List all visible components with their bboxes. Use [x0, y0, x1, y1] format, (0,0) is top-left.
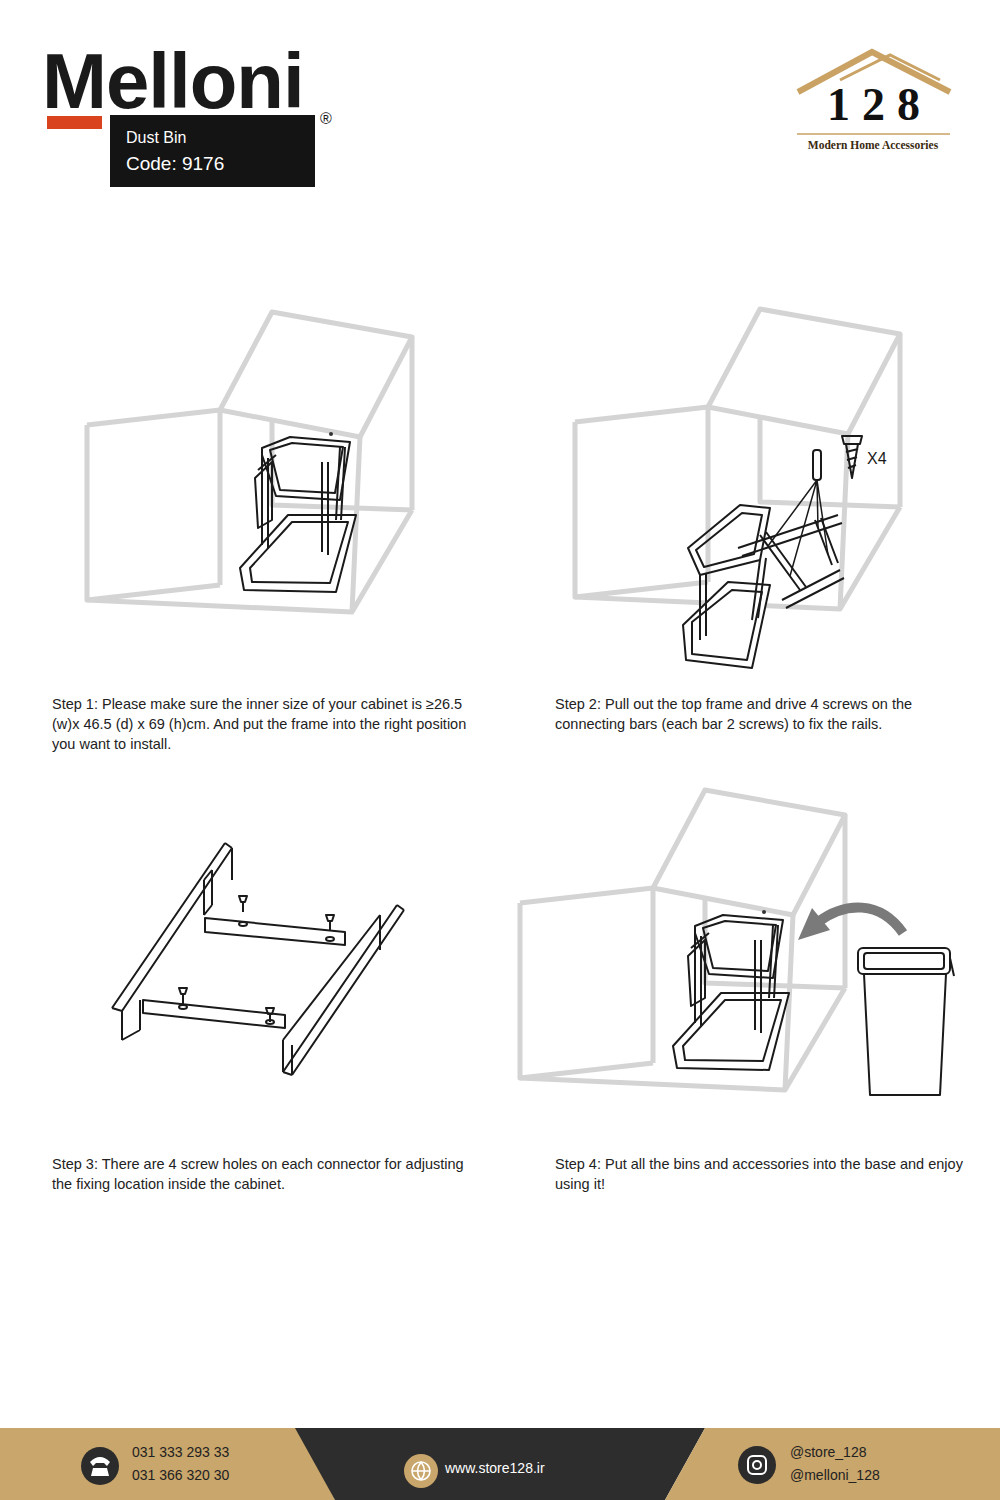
step3-rails	[112, 843, 404, 1075]
screw-head	[842, 436, 862, 444]
connecting-bar	[760, 518, 838, 590]
screw-hole	[326, 937, 334, 941]
footer-social-band-fill	[665, 1428, 1000, 1500]
frame-top	[688, 505, 770, 575]
footer-web-band: www.store128.ir	[295, 1428, 705, 1500]
screw-count: X4	[867, 449, 887, 469]
frame-tray-inner	[692, 590, 762, 660]
frame-posts	[700, 558, 766, 640]
screwdriver-bit	[813, 450, 821, 480]
bin-rim	[858, 948, 950, 974]
screw	[179, 896, 334, 1022]
leader-lines	[768, 480, 828, 576]
frame-tray	[683, 582, 770, 668]
screw-shank	[846, 444, 858, 478]
insert-arrowhead	[798, 908, 830, 940]
product-name: Dust Bin	[126, 126, 299, 150]
step-text: Step 1: Please make sure the inner size …	[52, 694, 472, 754]
step2-cabinet	[575, 309, 900, 609]
registered-mark: ®	[320, 110, 332, 128]
website-url: www.store128.ir	[445, 1458, 705, 1478]
footer-contact-band-shape	[0, 1428, 335, 1500]
screw-hole	[266, 1020, 274, 1024]
insert-arrow	[818, 907, 903, 933]
bin-body	[864, 974, 946, 1095]
cabinet-hole	[329, 432, 333, 436]
step4-frame	[673, 915, 789, 1070]
store-logo: 128	[797, 80, 950, 130]
connecting-bar	[205, 918, 345, 945]
step-text: Step 3: There are 4 screw holes on each …	[52, 1154, 472, 1194]
connecting-bar	[143, 1000, 285, 1028]
brand-logo: Melloni	[42, 42, 304, 120]
step-text: Step 2: Pull out the top frame and drive…	[555, 694, 975, 734]
step4-cabinet	[520, 790, 845, 1090]
footer-contact-band-fill	[0, 1428, 335, 1500]
logo-rule	[797, 133, 950, 135]
social-handle: @melloni_128	[790, 1464, 1000, 1487]
logo-roof-inner	[840, 55, 940, 80]
product-code: Code: 9176	[126, 150, 299, 178]
step-text: Step 4: Put all the bins and accessories…	[555, 1154, 975, 1194]
social-handle: @store_128	[790, 1441, 1000, 1464]
screw-hole	[179, 1005, 187, 1009]
store-tagline: Modern Home Accessories	[785, 138, 961, 152]
rail-right	[283, 905, 404, 1075]
step1-cabinet	[87, 312, 412, 612]
footer-web-band-fill	[295, 1428, 705, 1500]
bin-rim-inner	[864, 953, 944, 969]
title-box: Dust BinCode: 9176	[110, 115, 315, 187]
screw-hole	[239, 922, 247, 926]
footer-social-band: @store_128@melloni_128	[665, 1428, 1000, 1500]
step1-frame	[240, 437, 356, 592]
bin-handle	[950, 958, 954, 976]
phone-number: 031 333 293 33	[132, 1441, 335, 1464]
cabinet-hole	[762, 910, 766, 914]
waste-bin	[858, 948, 954, 1095]
phone-number: 031 366 320 30	[132, 1464, 335, 1487]
footer-social-band-shape	[665, 1428, 1000, 1500]
step2-frame	[683, 436, 862, 668]
rail	[738, 515, 844, 608]
footer-contact-band: 031 333 293 33031 366 320 30	[0, 1428, 335, 1500]
rail-left	[112, 843, 232, 1040]
